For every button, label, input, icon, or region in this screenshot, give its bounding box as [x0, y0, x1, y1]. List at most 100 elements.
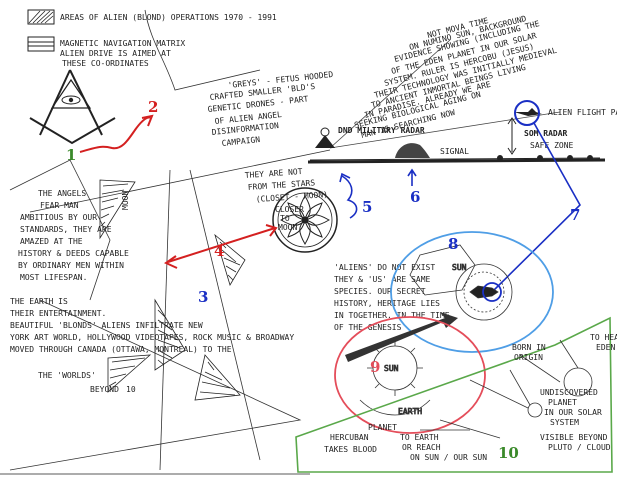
svg-text:STANDARDS, THEY ARE: STANDARDS, THEY ARE — [20, 225, 112, 234]
box-10 — [295, 316, 613, 473]
svg-text:HISTORY, HERITAGE LIES: HISTORY, HERITAGE LIES — [334, 299, 440, 308]
angels-note: THE ANGELS FEAR MAN AMBITIOUS BY OUR STA… — [18, 189, 129, 282]
svg-text:HISTORY & DEEDS CAPABLE: HISTORY & DEEDS CAPABLE — [18, 249, 129, 258]
top-right-note: NOT MOVA TIME ON NUMINO SUN, BACKGROUND … — [353, 14, 558, 140]
svg-text:TO EARTH: TO EARTH — [400, 433, 439, 442]
marker-6: 6 — [410, 188, 420, 206]
svg-text:EARTH: EARTH — [398, 407, 422, 416]
marker-9: 9 — [370, 358, 380, 376]
marker-2: 2 — [148, 98, 158, 116]
bottom-right-sketch — [420, 339, 593, 439]
svg-text:PLUTO / CLOUD: PLUTO / CLOUD — [548, 443, 611, 452]
marker-3: 3 — [198, 288, 208, 306]
closer-moon-note: CLOSER TO MOON — [275, 205, 304, 232]
svg-text:BEAUTIFUL 'BLONDS' ALIENS INFI: BEAUTIFUL 'BLONDS' ALIENS INFILTRATE NEW — [10, 321, 203, 330]
svg-text:TO HEAVEN: TO HEAVEN — [590, 333, 617, 342]
svg-text:TO: TO — [280, 214, 290, 223]
legend-item-1: AREAS OF ALIEN (BLOND) OPERATIONS 1970 -… — [60, 13, 277, 22]
alien-ship-icon — [514, 108, 542, 116]
not-from-stars-note: THEY ARE NOT FROM THE STARS (CLOSET - MO… — [245, 167, 329, 204]
solar-system-sketch: SUN — [409, 244, 513, 321]
safe-zone-label: SAFE ZONE — [530, 141, 574, 150]
marker-5: 5 — [362, 198, 372, 216]
svg-text:MOVED THROUGH CANADA (OTTAWA,: MOVED THROUGH CANADA (OTTAWA, MONTREAL) … — [10, 345, 232, 354]
blue-link-7 — [491, 122, 581, 293]
circle-8 — [390, 231, 554, 353]
svg-text:SUN: SUN — [384, 364, 399, 373]
svg-text:MOON: MOON — [278, 223, 297, 232]
svg-text:HERCUBAN: HERCUBAN — [330, 433, 369, 442]
svg-text:PLANET: PLANET — [548, 398, 577, 407]
svg-text:ORIGIN: ORIGIN — [514, 353, 543, 362]
marker-1: 1 — [66, 146, 76, 164]
circle-7 — [514, 100, 540, 126]
svg-text:(CLOSET - MOON): (CLOSET - MOON) — [256, 190, 329, 204]
svg-text:THEY ARE NOT: THEY ARE NOT — [245, 167, 303, 180]
svg-text:THE EARTH IS: THE EARTH IS — [10, 297, 68, 306]
marker-4: 4 — [214, 242, 224, 260]
marker-7: 7 — [570, 206, 580, 224]
blue-arrow-5 — [341, 175, 358, 219]
svg-text:UNDISCOVERED: UNDISCOVERED — [540, 388, 598, 397]
svg-text:'ALIENS' DO NOT EXIST: 'ALIENS' DO NOT EXIST — [334, 263, 435, 272]
svg-text:CAMPAIGN: CAMPAIGN — [221, 135, 260, 148]
sketch-line — [189, 169, 261, 461]
vertical-label: MOON — [121, 191, 130, 210]
som-radar-label: SOM RADAR — [524, 129, 568, 138]
sketch-line — [29, 149, 331, 213]
svg-text:MOST LIFESPAN.: MOST LIFESPAN. — [20, 273, 87, 282]
signal-label: SIGNAL — [440, 147, 469, 156]
svg-text:EDEN: EDEN — [596, 343, 615, 352]
legend: AREAS OF ALIEN (BLOND) OPERATIONS 1970 -… — [27, 9, 277, 68]
svg-text:FROM THE STARS: FROM THE STARS — [248, 178, 316, 192]
legend-hatched-box — [27, 9, 55, 25]
circle-9 — [334, 316, 486, 434]
marker-10: 10 — [498, 444, 519, 462]
bottom-right-notes: TO HEAVEN EDEN BORN IN ORIGIN UNDISCOVER… — [324, 333, 617, 462]
marker-8: 8 — [448, 235, 458, 253]
dark-arrow — [345, 312, 458, 362]
svg-text:CLOSER: CLOSER — [275, 205, 304, 214]
blue-arrow-6 — [407, 168, 417, 186]
hatched-triangle — [99, 179, 246, 401]
greys-note: 'GREYS' - FETUS HOODED CRAFTED SMALLER '… — [207, 70, 334, 148]
masonic-eye-icon — [29, 69, 116, 145]
blue-target-circle — [482, 282, 502, 302]
sketch-line — [144, 9, 261, 91]
svg-text:THE ANGELS: THE ANGELS — [38, 189, 86, 198]
svg-text:IN OUR SOLAR: IN OUR SOLAR — [544, 408, 602, 417]
svg-text:VISIBLE BEYOND: VISIBLE BEYOND — [540, 433, 608, 442]
sketch-line — [329, 111, 561, 149]
svg-text:ON SUN / OUR SUN: ON SUN / OUR SUN — [410, 453, 487, 462]
svg-text:THEY & 'US' ARE SAME: THEY & 'US' ARE SAME — [334, 275, 431, 284]
svg-text:IN TOGETHER. IN THE TIME: IN TOGETHER. IN THE TIME — [334, 311, 450, 320]
svg-text:BY ORDINARY MEN WITHIN: BY ORDINARY MEN WITHIN — [18, 261, 124, 270]
svg-text:AMBITIOUS BY OUR: AMBITIOUS BY OUR — [20, 213, 97, 222]
svg-text:YORK ART WORLD, HOLLYWOOD VIDE: YORK ART WORLD, HOLLYWOOD VIDEOTAPES, RO… — [10, 333, 294, 342]
svg-text:SPECIES. OUR SECRET: SPECIES. OUR SECRET — [334, 287, 426, 296]
svg-text:SYSTEM: SYSTEM — [550, 418, 579, 427]
svg-text:AMAZED AT THE: AMAZED AT THE — [20, 237, 83, 246]
legend-item-2b: ALIEN DRIVE IS AIMED AT — [60, 49, 171, 58]
legend-matrix-box — [27, 36, 55, 52]
radar-label: DND MILITARY RADAR — [338, 126, 425, 135]
legend-item-2c: THESE CO-ORDINATES — [62, 59, 149, 68]
svg-text:TAKES BLOOD: TAKES BLOOD — [324, 445, 377, 454]
sketch-line — [159, 169, 171, 471]
hatch-lines — [28, 10, 54, 24]
beyond-number: 10 — [126, 385, 136, 394]
rosette-emblem-icon — [272, 187, 338, 253]
red-arrow-2 — [79, 116, 151, 153]
sketch-line — [9, 159, 111, 301]
svg-text:BORN IN: BORN IN — [512, 343, 546, 352]
svg-text:THE 'WORLDS': THE 'WORLDS' — [38, 371, 96, 380]
sketch-line — [329, 39, 451, 149]
sketch-line — [9, 299, 302, 471]
svg-text:OR REACH: OR REACH — [402, 443, 441, 452]
svg-text:SUN: SUN — [452, 263, 467, 272]
sun-sketch: SUN EARTH — [359, 340, 431, 416]
earth-note: THE EARTH IS THEIR ENTERTAINMENT. BEAUTI… — [10, 297, 294, 380]
svg-text:THEIR ENTERTAINMENT.: THEIR ENTERTAINMENT. — [10, 309, 106, 318]
